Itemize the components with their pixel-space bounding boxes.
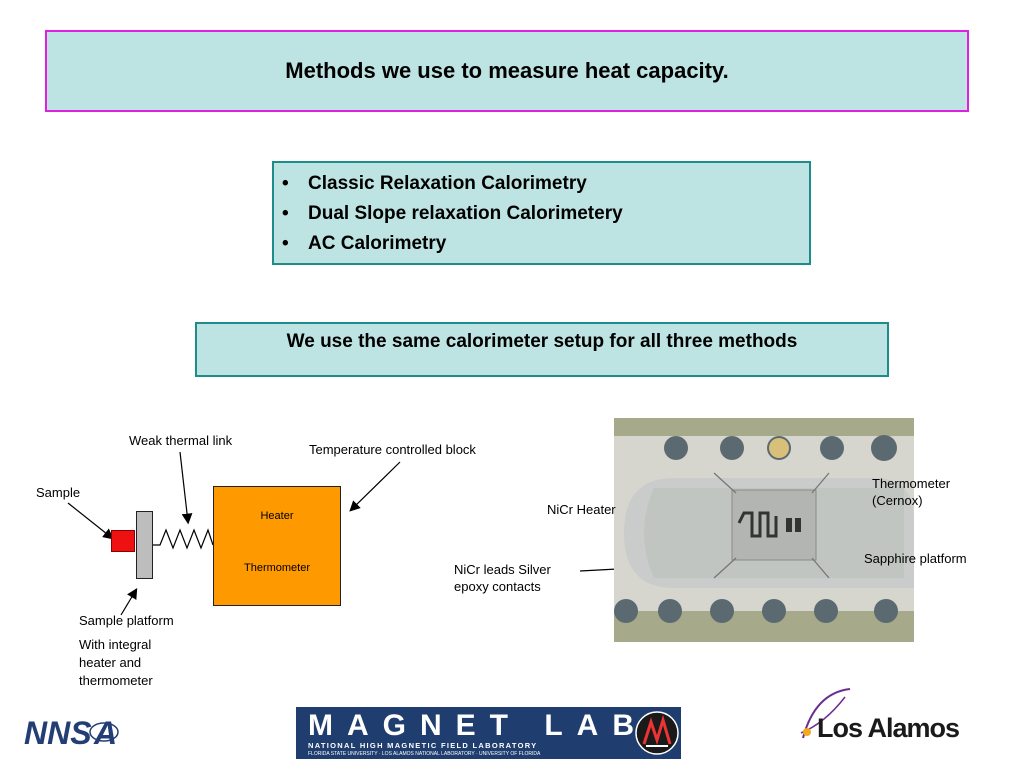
heater-label: Heater [260,510,294,522]
platform-note-line-1: With integral [79,637,152,652]
setup-statement: We use the same calorimeter setup for al… [286,331,798,352]
method-item: AC Calorimetry [282,229,809,259]
arrow-temp-block [349,461,401,512]
magnet-lab-wordmark: MAGNET LAB [308,709,648,742]
nnsa-logo: NNS A [24,712,124,751]
magnet-lab-emblem-icon [635,711,679,755]
magnet-lab-logo: MAGNET LAB NATIONAL HIGH MAGNETIC FIELD … [296,707,681,759]
nnsa-logo-icon: NNS A [24,715,119,751]
thermometer-photo-label-1: Thermometer [872,476,951,491]
platform-note-line-2: heater and [79,655,142,670]
svg-text:A: A [93,715,117,750]
arrow-sample-platform [120,587,138,616]
nicr-leads-label-1: NiCr leads Silver [454,562,551,577]
sample-label: Sample [36,485,81,500]
methods-box: Classic Relaxation Calorimetry Dual Slop… [272,161,811,265]
sample-platform-shape [136,511,153,579]
methods-list: Classic Relaxation Calorimetry Dual Slop… [274,169,809,259]
platform-note-line-3: thermometer [79,673,153,688]
spring-icon [153,528,214,550]
title-box: Methods we use to measure heat capacity. [45,30,969,112]
los-alamos-atom-icon [800,688,851,739]
arrow-weak-link [179,451,193,525]
thermometer-photo-label-2: (Cernox) [872,493,923,508]
sample-platform-label: Sample platform [79,613,174,628]
method-item: Dual Slope relaxation Calorimetery [282,199,809,229]
slide-title: Methods we use to measure heat capacity. [285,58,729,83]
nicr-leads-label-2: epoxy contacts [454,579,541,594]
sapphire-platform-label: Sapphire platform [864,551,967,566]
nicr-heater-label: NiCr Heater [547,502,616,517]
magnet-lab-subtitle: NATIONAL HIGH MAGNETIC FIELD LABORATORY [308,741,538,750]
arrow-sample [67,502,114,540]
sample-shape [111,530,135,552]
calorimeter-chip-image [614,418,914,642]
weak-link-label: Weak thermal link [129,433,233,448]
los-alamos-wordmark: Los Alamos [817,713,960,743]
los-alamos-logo: Los Alamos [795,683,995,753]
temp-block-label: Temperature controlled block [309,442,476,457]
svg-text:NNS: NNS [24,715,92,750]
magnet-lab-universities: FLORIDA STATE UNIVERSITY · LOS ALAMOS NA… [308,751,541,757]
temperature-block: Heater Thermometer [213,486,341,606]
calorimeter-photo [614,418,914,642]
thermometer-label: Thermometer [243,562,311,574]
setup-box: We use the same calorimeter setup for al… [195,322,889,377]
method-item: Classic Relaxation Calorimetry [282,169,809,199]
